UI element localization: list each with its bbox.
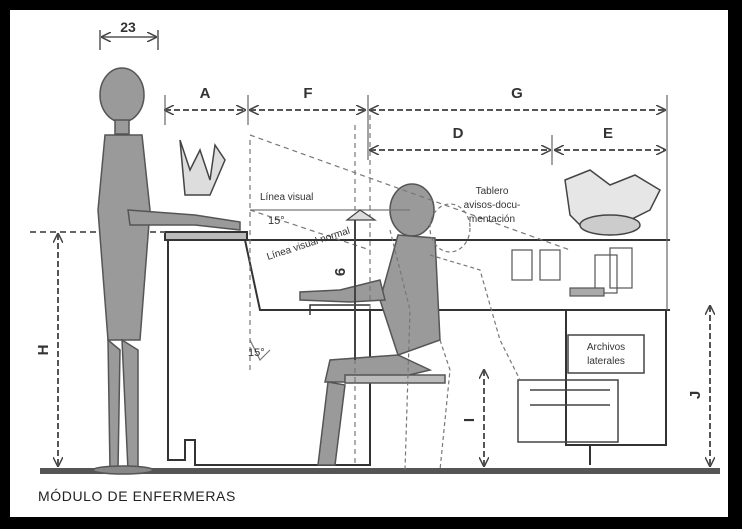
counter-structure [30, 231, 670, 466]
dimension-label-g: G [511, 85, 523, 102]
annotation-tablero-1: Tablero [476, 186, 509, 197]
annotation-tablero-3: mentación [469, 214, 515, 225]
lateral-files [517, 334, 645, 443]
nurse-station-diagram: 23 A F G D E H I J 6 Línea visual 15° Lí… [30, 19, 720, 475]
dimension-label-a: A [200, 85, 211, 102]
seated-person-figure [299, 183, 446, 466]
diagram-frame: 23 A F G D E H I J 6 Línea visual 15° Lí… [10, 10, 728, 517]
annotation-linea-visual: Línea visual [260, 192, 313, 203]
dimension-23: 23 [99, 19, 159, 50]
annotation-linea-visual-normal: Línea visual normal [266, 226, 352, 263]
dimension-label-e: E [603, 125, 613, 142]
sight-lines [249, 115, 571, 465]
standing-person-figure [92, 67, 241, 475]
dimension-label-j: J [687, 391, 704, 399]
reclining-person-outline [389, 203, 521, 471]
dimension-label-23: 23 [120, 19, 136, 35]
dimension-label-h: H [35, 345, 52, 356]
dimension-ticks [164, 95, 668, 310]
diagram-caption: MÓDULO DE ENFERMERAS [38, 488, 236, 504]
annotation-angle-bottom: 15° [248, 347, 265, 359]
annotation-angle-top: 15° [268, 215, 285, 227]
plant-right [564, 169, 661, 236]
dimension-label-f: F [303, 85, 312, 102]
plant-left [179, 139, 226, 196]
annotation-archivos-2: laterales [587, 356, 625, 367]
dimension-label-6: 6 [332, 268, 349, 276]
dimension-label-i: I [461, 418, 478, 422]
annotation-tablero-2: avisos-docu- [464, 200, 521, 211]
annotation-archivos-1: Archivos [587, 342, 625, 353]
floor-line [40, 468, 720, 474]
notice-board-papers [511, 247, 633, 297]
dimension-vertical [58, 234, 710, 466]
dimension-chain-top [165, 110, 665, 150]
dimension-label-d: D [453, 125, 464, 142]
